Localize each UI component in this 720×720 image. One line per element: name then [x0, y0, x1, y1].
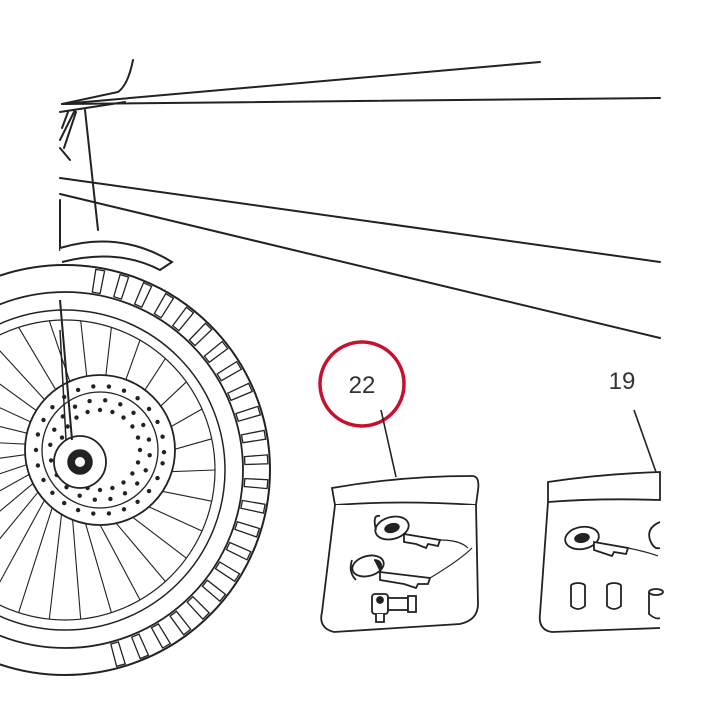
key-icon [564, 525, 659, 558]
lock-barrel-icon [371, 593, 417, 623]
motorcycle-body-outline [59, 59, 661, 339]
lock-cylinder-icon [606, 582, 622, 610]
key-icon [648, 521, 661, 550]
kit-19-bag[interactable] [538, 471, 664, 633]
callout-19-number: 19 [609, 368, 636, 395]
brake-disc-holes [33, 384, 167, 516]
callout-22[interactable]: 22 [318, 340, 406, 478]
front-wheel-icon [0, 240, 271, 676]
key-icon [373, 514, 469, 550]
callout-19[interactable]: 19 [609, 368, 657, 473]
callout-22-highlight-ring [318, 340, 406, 428]
kit-22-bag[interactable] [320, 475, 480, 633]
callout-22-leader [380, 409, 397, 478]
lock-cylinder-icon [570, 582, 586, 610]
lock-cylinder-icon [648, 588, 664, 620]
key-icon [349, 547, 473, 590]
callout-22-number: 22 [349, 372, 376, 399]
tyre-tread [91, 268, 269, 668]
callout-19-leader [633, 409, 657, 473]
